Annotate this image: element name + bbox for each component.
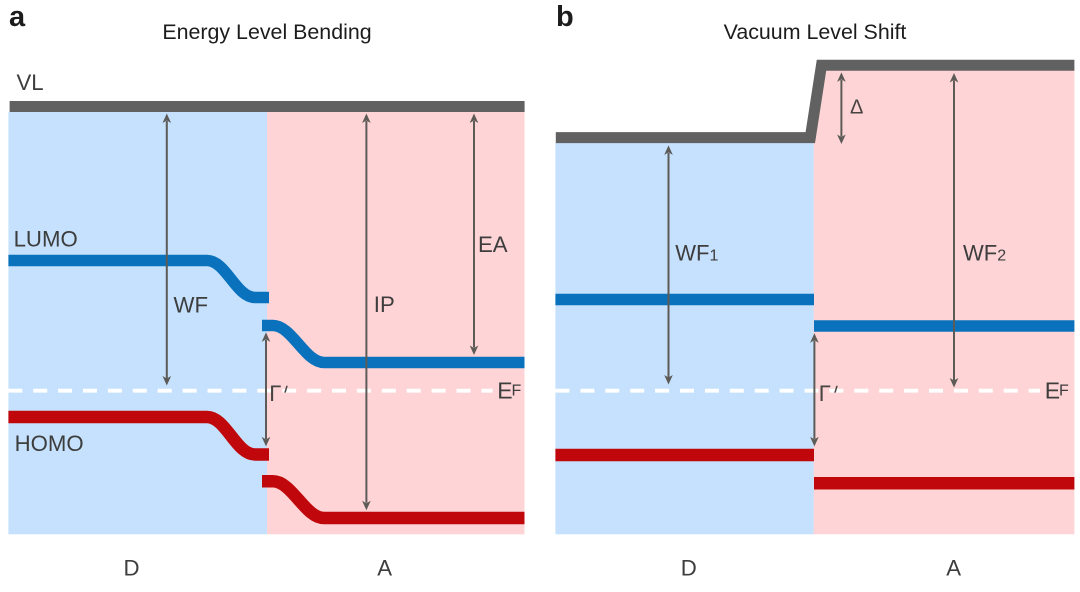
- svg-text:Energy Level Bending: Energy Level Bending: [162, 20, 371, 44]
- svg-text:LUMO: LUMO: [14, 226, 78, 251]
- svg-text:IP: IP: [374, 292, 395, 317]
- svg-text:b: b: [556, 1, 574, 33]
- svg-text:A: A: [946, 556, 961, 581]
- svg-text:A: A: [377, 556, 392, 581]
- svg-text:VL: VL: [17, 70, 44, 95]
- svg-text:EF: EF: [497, 378, 521, 404]
- svg-text:Γ: Γ: [819, 381, 831, 406]
- svg-text:EA: EA: [478, 232, 508, 257]
- svg-text:D: D: [681, 556, 697, 581]
- svg-text:WF: WF: [174, 293, 209, 318]
- svg-text:Vacuum Level Shift: Vacuum Level Shift: [724, 20, 907, 44]
- svg-text:Δ: Δ: [850, 97, 863, 119]
- svg-text:EF: EF: [1045, 378, 1069, 404]
- svg-text:HOMO: HOMO: [15, 431, 84, 456]
- svg-text:D: D: [123, 556, 139, 581]
- svg-text:Γ: Γ: [269, 381, 281, 406]
- svg-text:a: a: [9, 1, 26, 33]
